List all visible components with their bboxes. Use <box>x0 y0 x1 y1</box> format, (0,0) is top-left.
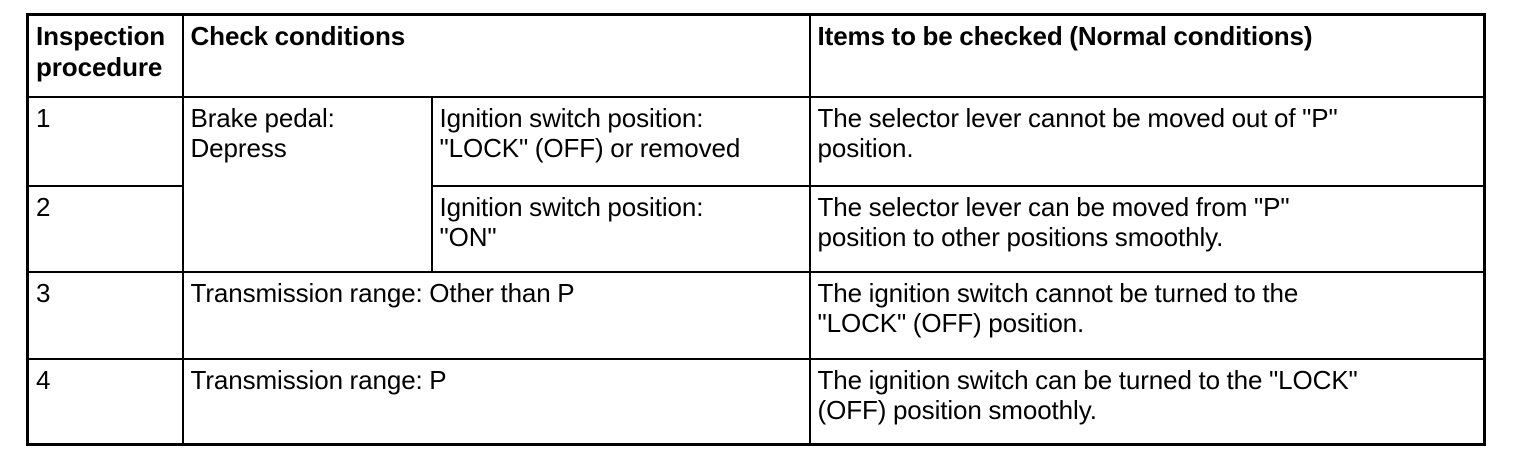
table-row: 2 Ignition switch position: "ON" The sel… <box>26 184 1486 273</box>
header-inspection-procedure: Inspection procedure <box>26 13 184 98</box>
table-row: 3 Transmission range: Other than P The i… <box>26 270 1486 360</box>
cell-items-checked: The selector lever can be moved from "P"… <box>808 184 1486 273</box>
cell-items-checked: The selector lever cannot be moved out o… <box>808 95 1486 187</box>
cell-condition-brake-pedal: Brake pedal: Depress <box>181 95 433 273</box>
cell-items-checked: The ignition switch cannot be turned to … <box>808 270 1486 360</box>
table-header-row: Inspection procedure Check conditions It… <box>26 13 1486 98</box>
cell-procedure-number: 1 <box>26 95 184 187</box>
cell-condition-ignition-switch: Ignition switch position: "LOCK" (OFF) o… <box>430 95 811 187</box>
cell-procedure-number: 4 <box>26 357 184 446</box>
header-items-to-be-checked: Items to be checked (Normal conditions) <box>808 13 1486 98</box>
cell-items-checked: The ignition switch can be turned to the… <box>808 357 1486 446</box>
cell-procedure-number: 3 <box>26 270 184 360</box>
cell-condition-ignition-switch: Ignition switch position: "ON" <box>430 184 811 273</box>
header-check-conditions: Check conditions <box>181 13 811 98</box>
table-row: 4 Transmission range: P The ignition swi… <box>26 357 1486 446</box>
table-row: 1 Brake pedal: Depress Ignition switch p… <box>26 95 1486 273</box>
cell-procedure-number: 2 <box>26 184 184 273</box>
inspection-procedure-table: Inspection procedure Check conditions It… <box>26 13 1487 446</box>
cell-condition-transmission-range: Transmission range: Other than P <box>181 270 811 360</box>
cell-condition-transmission-range: Transmission range: P <box>181 357 811 446</box>
